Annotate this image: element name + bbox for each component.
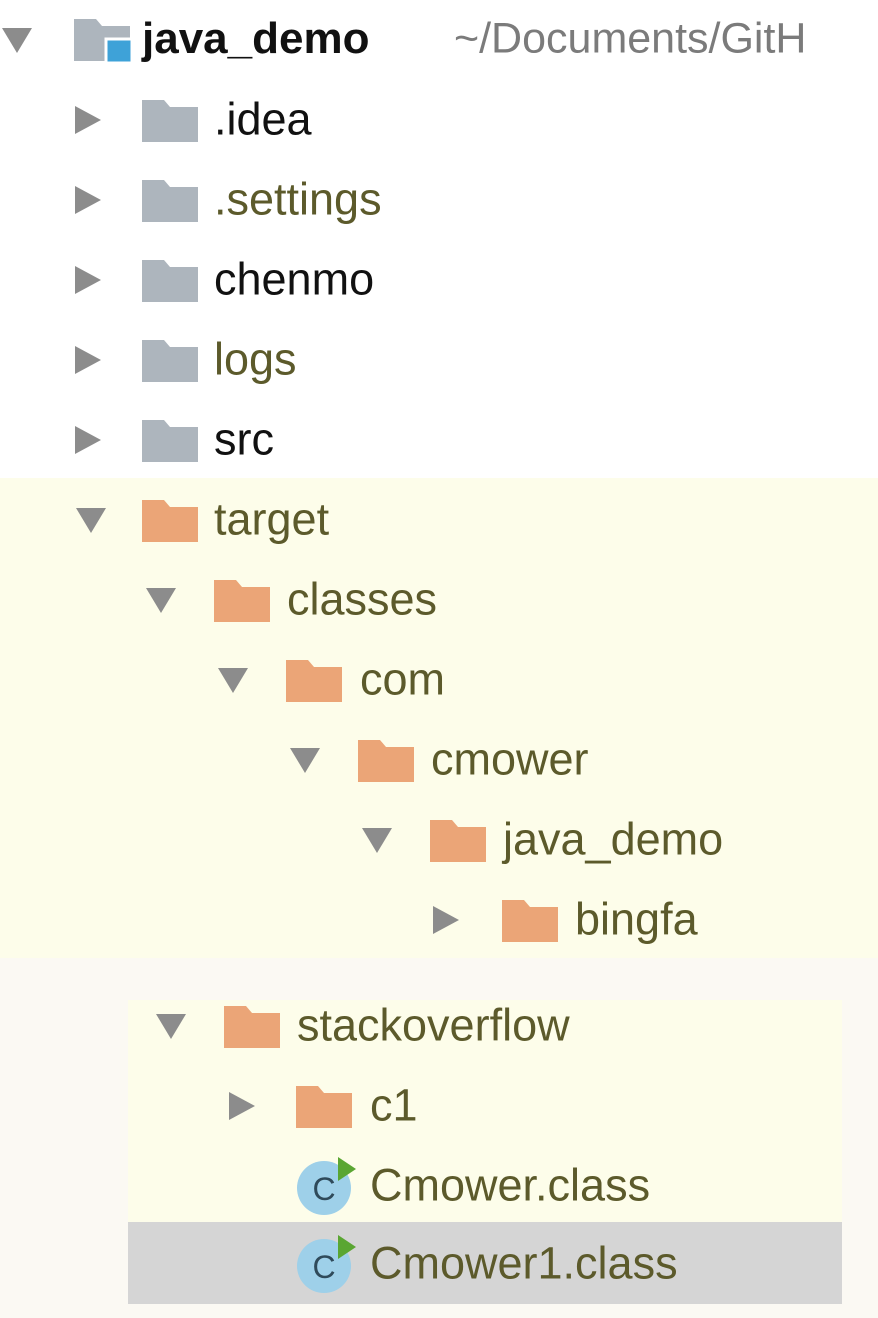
tree-item-label: Cmower1.class bbox=[370, 1237, 678, 1289]
tree-row-logs[interactable]: logs bbox=[0, 320, 878, 400]
module-folder-icon bbox=[74, 19, 134, 63]
excluded-folder-icon bbox=[502, 898, 558, 942]
excluded-folder-icon bbox=[296, 1084, 352, 1128]
tree-item-label: Cmower.class bbox=[370, 1159, 651, 1211]
chevron-down-icon[interactable] bbox=[360, 825, 394, 855]
tree-row-classes[interactable]: classes bbox=[0, 560, 878, 640]
chevron-right-icon[interactable] bbox=[224, 1091, 258, 1121]
excluded-target-band bbox=[0, 478, 878, 958]
tree-item-label: chenmo bbox=[214, 253, 375, 305]
chevron-right-icon[interactable] bbox=[70, 185, 104, 215]
excluded-folder-icon bbox=[224, 1004, 280, 1048]
chevron-right-icon[interactable] bbox=[70, 105, 104, 135]
folder-icon bbox=[142, 258, 198, 302]
folder-icon bbox=[142, 178, 198, 222]
tree-item-label: src bbox=[214, 413, 274, 465]
tree-row-c1[interactable]: c1 bbox=[0, 1066, 878, 1146]
excluded-folder-icon bbox=[142, 498, 198, 542]
tree-row-bingfa[interactable]: bingfa bbox=[0, 880, 878, 960]
tree-row-src[interactable]: src bbox=[0, 400, 878, 480]
tree-row-target[interactable]: target bbox=[0, 480, 878, 560]
tree-item-label: c1 bbox=[370, 1079, 418, 1131]
chevron-right-icon[interactable] bbox=[70, 265, 104, 295]
tree-row-cmower-class[interactable]: C Cmower.class bbox=[0, 1146, 878, 1226]
java-class-run-icon: C bbox=[297, 1235, 356, 1293]
chevron-down-icon[interactable] bbox=[288, 745, 322, 775]
tree-item-label: cmower bbox=[431, 733, 589, 785]
chevron-down-icon[interactable] bbox=[144, 585, 178, 615]
project-path: ~/Documents/GitH bbox=[454, 14, 807, 63]
svg-text:C: C bbox=[312, 1249, 335, 1285]
chevron-right-icon[interactable] bbox=[70, 425, 104, 455]
svg-text:C: C bbox=[312, 1171, 335, 1207]
tree-item-label: java_demo bbox=[503, 813, 724, 865]
folder-icon bbox=[142, 338, 198, 382]
tree-row-idea[interactable]: .idea bbox=[0, 80, 878, 160]
excluded-folder-icon bbox=[286, 658, 342, 702]
excluded-folder-icon bbox=[430, 818, 486, 862]
excluded-folder-icon bbox=[214, 578, 270, 622]
chevron-down-icon[interactable] bbox=[154, 1011, 188, 1041]
excluded-folder-icon bbox=[358, 738, 414, 782]
tree-row-com[interactable]: com bbox=[0, 640, 878, 720]
tree-item-label: bingfa bbox=[575, 893, 698, 945]
selected-row-highlight bbox=[128, 1222, 842, 1304]
folder-icon bbox=[142, 98, 198, 142]
project-name: java_demo bbox=[142, 14, 370, 64]
tree-item-label: logs bbox=[214, 333, 297, 385]
chevron-right-icon[interactable] bbox=[70, 345, 104, 375]
folder-icon bbox=[142, 418, 198, 462]
chevron-down-icon[interactable] bbox=[74, 505, 108, 535]
java-class-run-icon: C bbox=[297, 1157, 356, 1215]
tree-row-chenmo[interactable]: chenmo bbox=[0, 240, 878, 320]
tree-item-label: com bbox=[360, 653, 446, 705]
chevron-right-icon[interactable] bbox=[428, 905, 462, 935]
tree-item-label: .settings bbox=[214, 173, 382, 225]
tree-row-stackoverflow[interactable]: stackoverflow bbox=[0, 986, 878, 1066]
tree-item-label: stackoverflow bbox=[297, 999, 570, 1051]
tree-row-cmower[interactable]: cmower bbox=[0, 720, 878, 800]
tree-item-label: classes bbox=[287, 573, 438, 625]
tree-row-java-demo-package[interactable]: java_demo bbox=[0, 800, 878, 880]
chevron-down-icon[interactable] bbox=[216, 665, 250, 695]
tree-row-settings[interactable]: .settings bbox=[0, 160, 878, 240]
chevron-down-icon[interactable] bbox=[0, 25, 34, 55]
tree-item-label: target bbox=[214, 493, 330, 545]
tree-item-label: .idea bbox=[214, 93, 312, 145]
tree-row-cmower1-class[interactable]: C Cmower1.class bbox=[0, 1224, 878, 1304]
tree-row-java-demo-root[interactable]: java_demo ~/Documents/GitH bbox=[0, 0, 878, 80]
